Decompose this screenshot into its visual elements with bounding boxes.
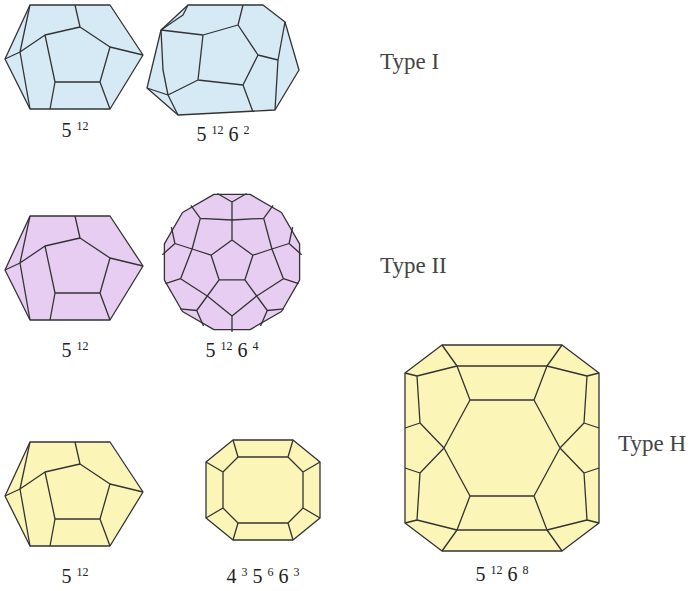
hydrate-type-label: Type H [618, 432, 686, 455]
cage-51262 [147, 5, 299, 115]
cage-formula: 5 12 6 4 [206, 340, 259, 360]
dodecahedron-cage [5, 216, 143, 320]
hydrate-type-label: Type I [380, 50, 439, 73]
cage-formula: 4 3 5 6 6 3 [227, 566, 300, 586]
cage-formula: 5 12 [62, 340, 89, 360]
cage-51264 [162, 194, 301, 333]
dodecahedron-cage [5, 5, 143, 109]
hydrate-type-label: Type II [380, 254, 447, 277]
cage-formula: 5 12 6 8 [476, 564, 529, 584]
cage-formula: 5 12 [62, 120, 89, 140]
cage-435663 [206, 440, 320, 540]
dodecahedron-cage [5, 442, 143, 546]
cage-formula: 5 12 [62, 566, 89, 586]
cage-formula: 5 12 6 2 [197, 124, 250, 144]
cage-51268 [405, 345, 599, 551]
